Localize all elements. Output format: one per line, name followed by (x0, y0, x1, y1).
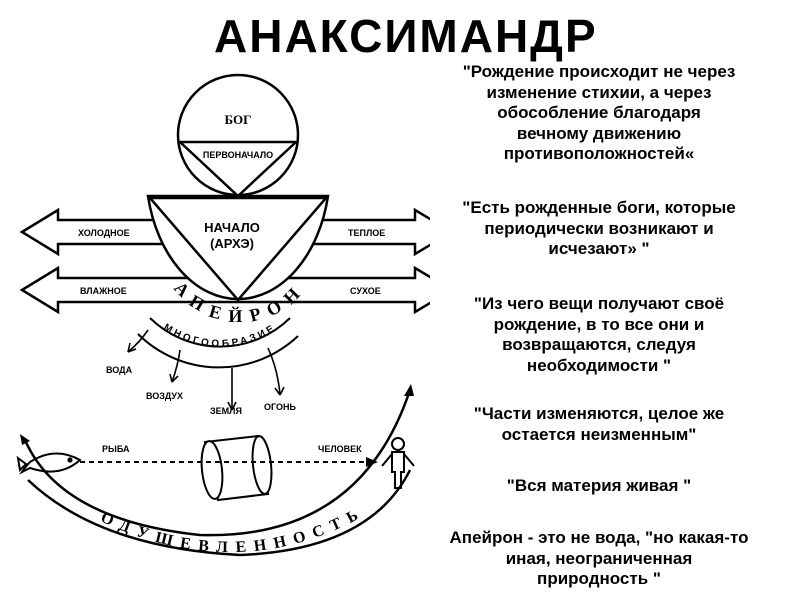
fish-label: РЫБА (102, 444, 130, 454)
god-label: БОГ (225, 112, 252, 127)
quote-line: "Вся материя живая " (506, 476, 692, 495)
fire-label: ОГОНЬ (264, 402, 296, 412)
quote-line: иная, неограниченная (505, 548, 693, 568)
quote-living-matter: "Вся материя живая " (400, 476, 798, 497)
god-circle (176, 73, 300, 198)
cold-label: ХОЛОДНОЕ (78, 228, 130, 238)
dry-label: СУХОЕ (350, 286, 381, 296)
page-title: АНАКСИМАНДР (214, 10, 598, 62)
air-label: ВОЗДУХ (146, 391, 183, 401)
quote-line: изменение стихии, а через (486, 82, 712, 102)
quote-line: "Рождение происходит не через (462, 62, 736, 81)
earth-cylinder-icon (200, 434, 273, 502)
element-arrows (127, 329, 285, 411)
quote-line: периодически возникают и (484, 218, 714, 238)
quote-parts: "Части изменяются, целое же остается неи… (400, 404, 798, 445)
animation-arc-left-arrowhead (20, 434, 30, 445)
origin-label: НАЧАЛО (204, 220, 260, 235)
quote-line: исчезают» " (548, 239, 650, 258)
apeiron-half-circle (146, 194, 330, 302)
quote-gods: "Есть рожденные боги, которые периодичес… (400, 198, 798, 260)
fish-icon (16, 452, 82, 475)
diversity-band (137, 317, 299, 369)
animation-arc (23, 389, 412, 557)
warm-label: ТЕПЛОЕ (348, 228, 385, 238)
quote-birth: "Рождение происходит не через изменение … (400, 62, 798, 165)
anaximander-diagram: БОГ ПЕРВОНАЧАЛО ХОЛОДНОЕ ТЕПЛОЕ ВЛАЖНОЕ … (16, 73, 430, 557)
quote-line: возвращаются, следуя (502, 335, 696, 354)
wet-label: ВЛАЖНОЕ (80, 286, 127, 296)
animation-label: ОДУШЕВЛЕННОСТЬ (98, 503, 368, 556)
origin-label-archae: (АРХЭ) (210, 236, 254, 251)
quote-line: остается неизменным" (501, 424, 697, 444)
quote-line: природность " (537, 569, 661, 588)
quote-apeiron: Апейрон - это не вода, "но какая-то иная… (400, 528, 798, 590)
quote-line: необходимости " (526, 355, 672, 375)
quote-line: "Есть рожденные боги, которые (462, 198, 736, 217)
quote-line: обособление благодаря (497, 103, 701, 122)
quote-line: вечному движению (516, 123, 682, 143)
diversity-label: МНОГООБРАЗИЕ (161, 322, 278, 350)
quote-line: противоположностей« (503, 144, 695, 163)
human-icon (381, 437, 415, 489)
animation-arc-right-arrowhead (404, 384, 414, 396)
quote-line: "Из чего вещи получают своё (473, 294, 725, 313)
quote-line: "Части изменяются, целое же (473, 404, 725, 423)
quote-line: Апейрон - это не вода, "но какая-то (449, 528, 749, 547)
water-label: ВОДА (106, 365, 133, 375)
human-label: ЧЕЛОВЕК (318, 444, 362, 454)
earth-label: ЗЕМЛЯ (210, 406, 242, 416)
quote-necessity: "Из чего вещи получают своё рождение, в … (400, 294, 798, 376)
quote-line: рождение, в то все они и (493, 314, 705, 334)
first-principle-label: ПЕРВОНАЧАЛО (203, 150, 273, 160)
